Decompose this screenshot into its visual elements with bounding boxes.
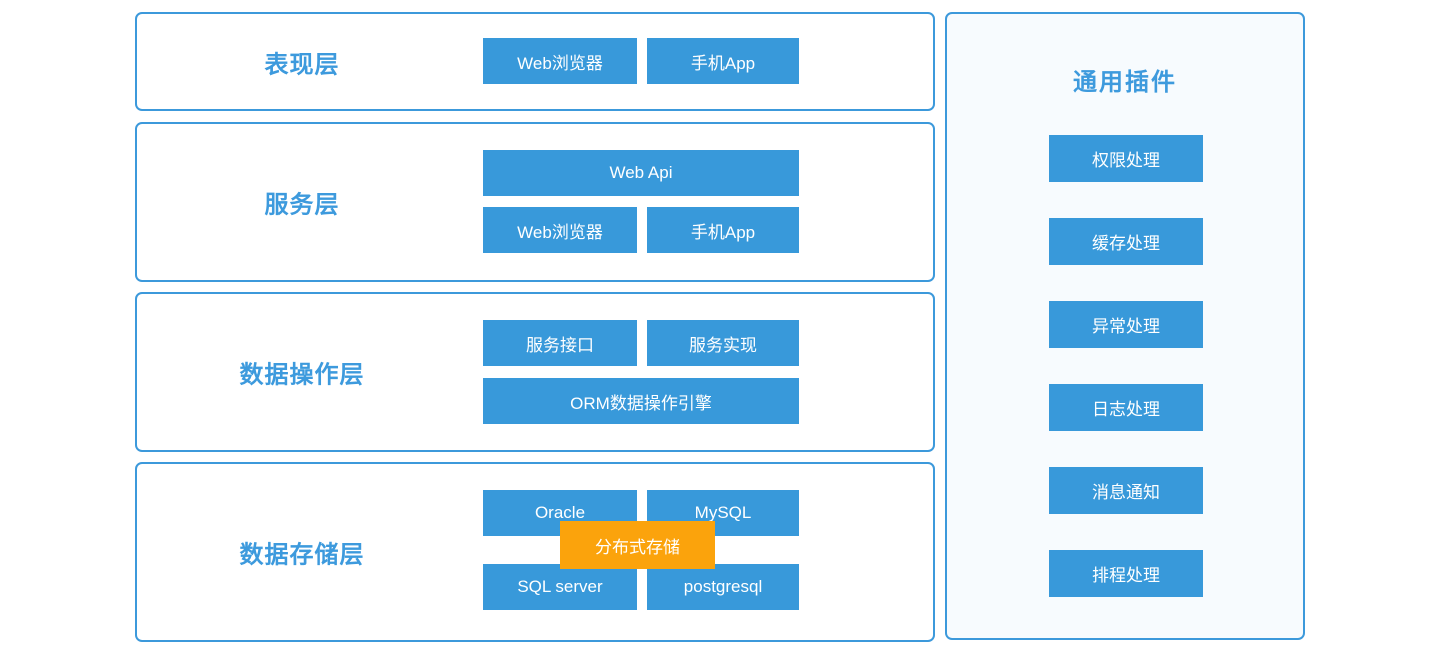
node-web-api: Web Api [483,150,799,196]
node-orm-engine: ORM数据操作引擎 [483,378,799,424]
plugins-panel-title: 通用插件 [1073,69,1177,96]
node-service-implementation: 服务实现 [647,320,799,366]
layer-panel-data-storage: 数据存储层 Oracle MySQL SQL server postgresql… [135,462,935,642]
node-distributed-storage-overlay: 分布式存储 [560,521,715,569]
node-web-browser: Web浏览器 [483,207,637,253]
node-mobile-app: 手机App [647,207,799,253]
plugin-node-permission: 权限处理 [1049,135,1203,182]
layer-label-service: 服务层 [264,191,340,219]
node-web-browser: Web浏览器 [483,38,637,84]
plugin-node-scheduling: 排程处理 [1049,550,1203,597]
plugin-node-notification: 消息通知 [1049,467,1203,514]
layer-panel-service: 服务层 Web Api Web浏览器 手机App [135,122,935,282]
layer-panel-presentation: 表现层 Web浏览器 手机App [135,12,935,111]
node-mobile-app: 手机App [647,38,799,84]
layer-label-data-operation: 数据操作层 [239,361,365,389]
layer-label-data-storage: 数据存储层 [239,541,365,569]
node-service-interface: 服务接口 [483,320,637,366]
node-sql-server: SQL server [483,564,637,610]
layer-label-presentation: 表现层 [264,51,340,78]
layer-panel-data-operation: 数据操作层 服务接口 服务实现 ORM数据操作引擎 [135,292,935,452]
node-postgresql: postgresql [647,564,799,610]
plugin-node-cache: 缓存处理 [1049,218,1203,265]
plugins-panel: 通用插件 权限处理 缓存处理 异常处理 日志处理 消息通知 排程处理 [945,12,1305,640]
plugin-node-logging: 日志处理 [1049,384,1203,431]
plugin-node-exception: 异常处理 [1049,301,1203,348]
